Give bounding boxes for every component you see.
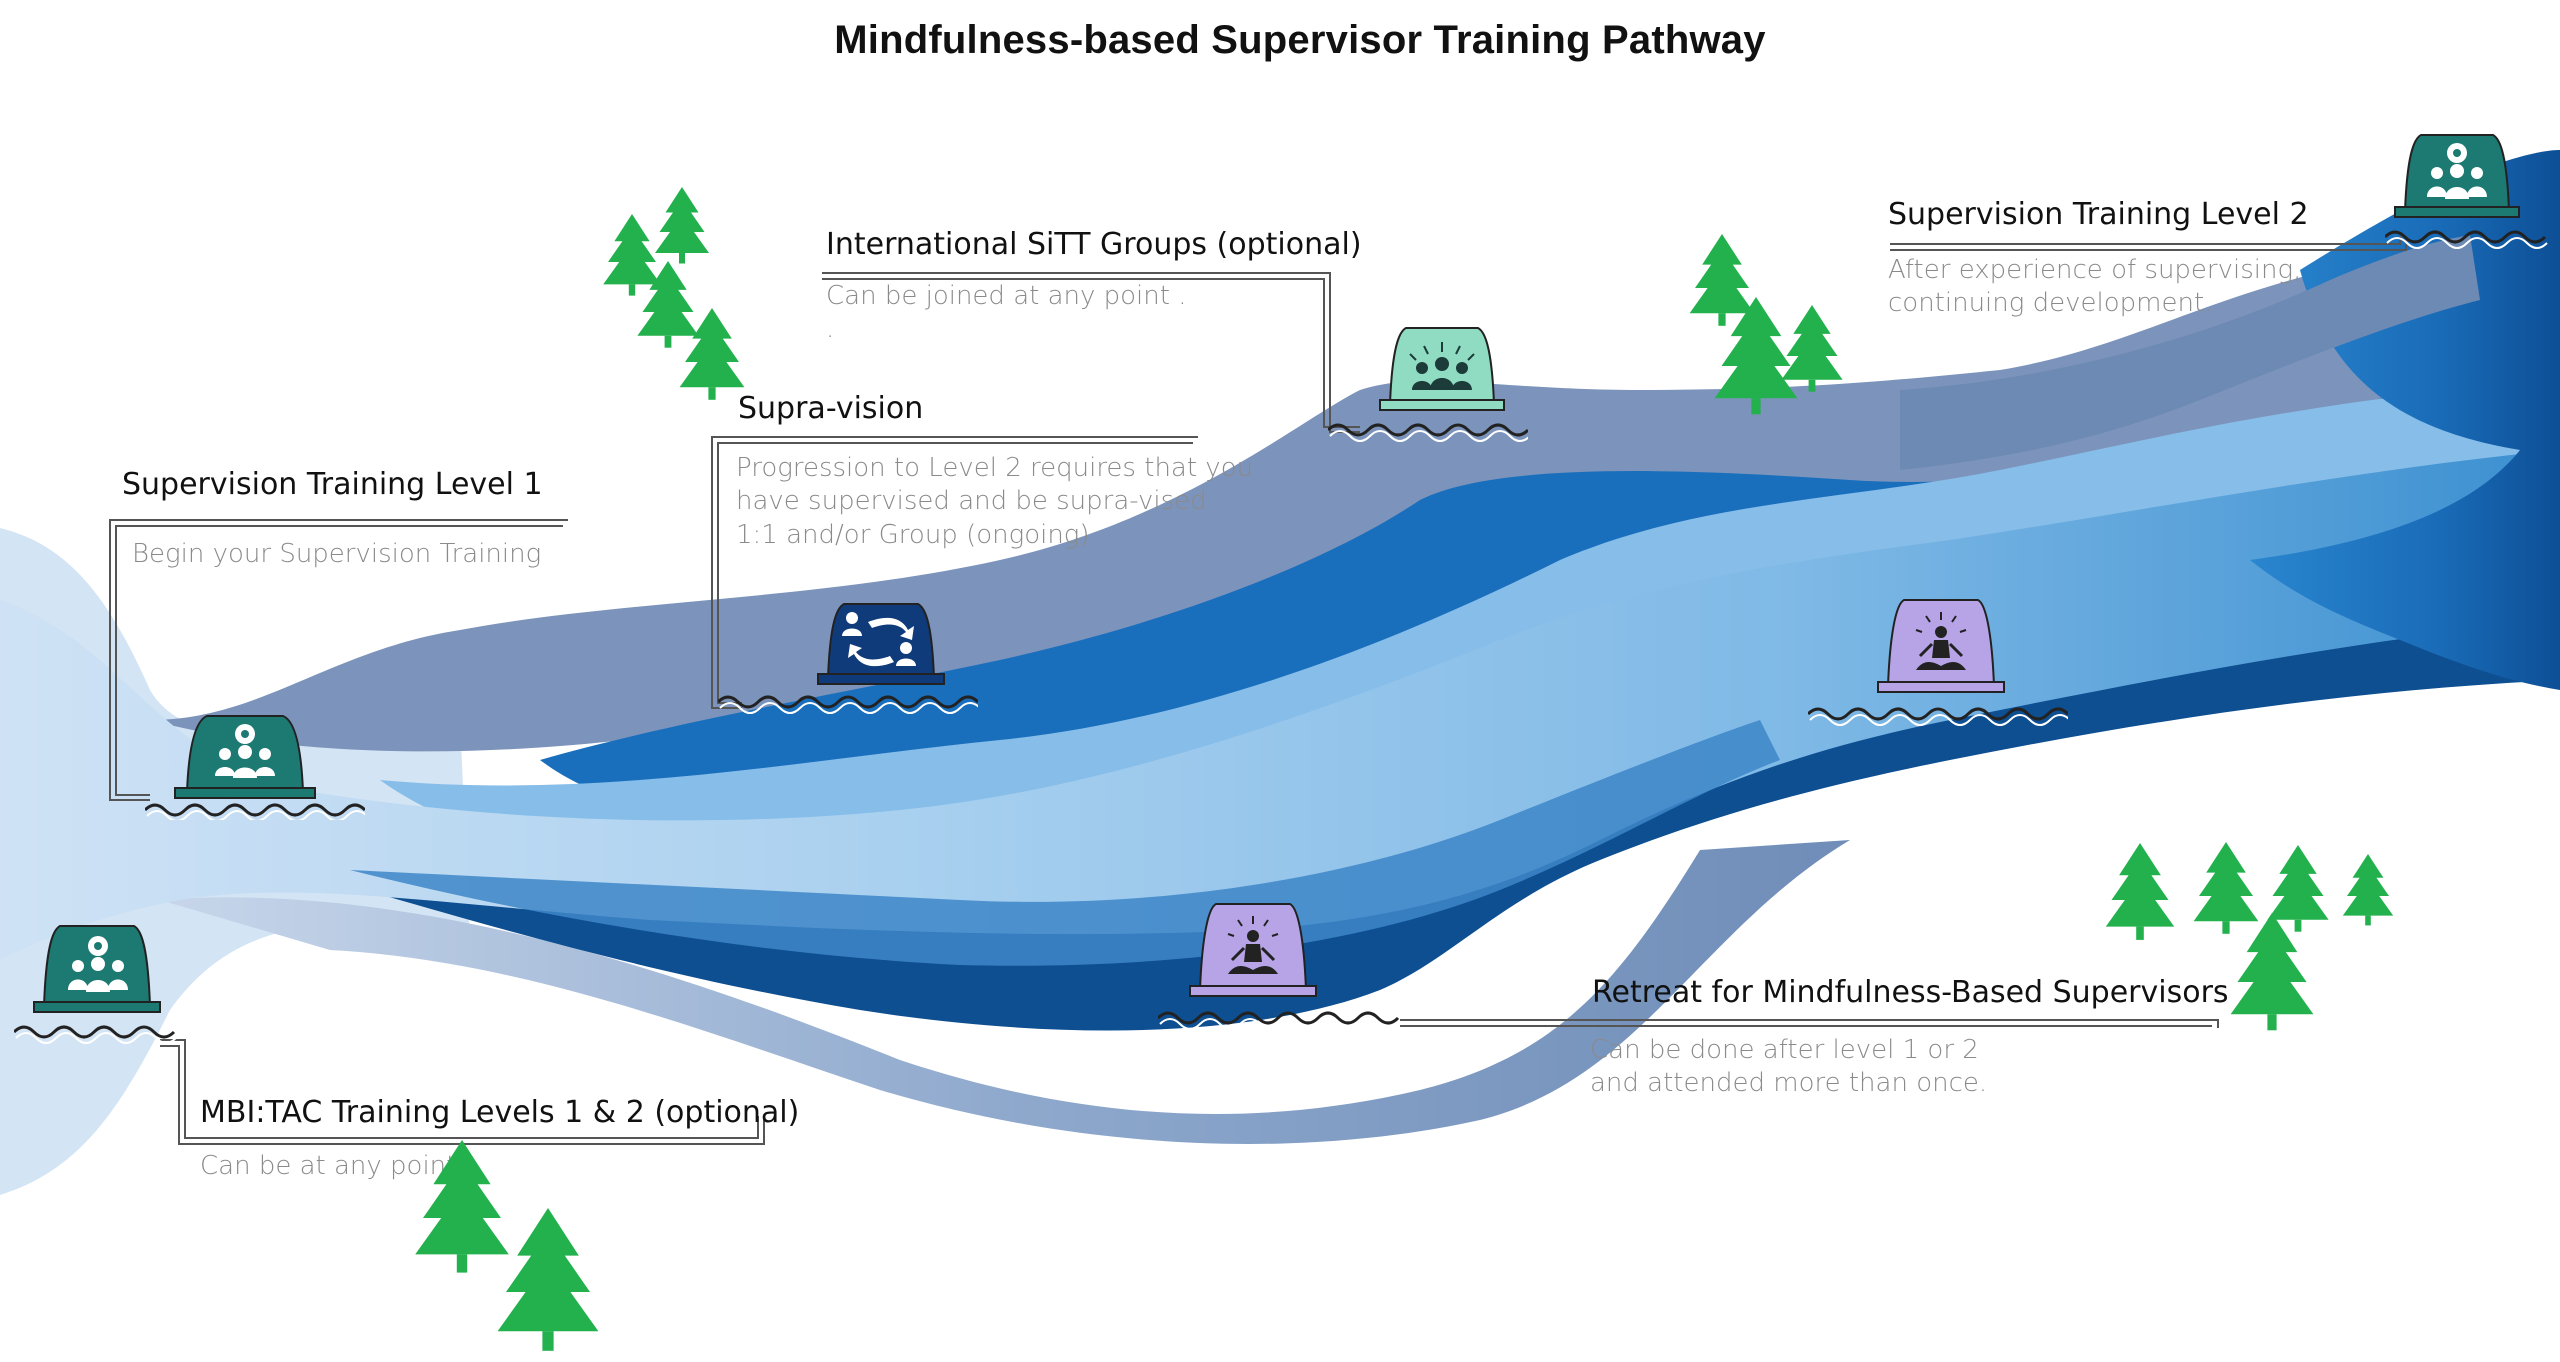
tree-icon [497, 1208, 599, 1351]
marker-mbitac [14, 925, 177, 1044]
tree-icon [603, 214, 661, 296]
tree-icon [2342, 854, 2394, 926]
river-main-channel [0, 450, 2560, 960]
connector-supra [711, 436, 1198, 709]
marker-sitt [1328, 327, 1528, 442]
tree-icon [1689, 234, 1755, 326]
tree-icon [1714, 297, 1798, 415]
station-desc-sup2: After experience of supervising, continu… [1888, 255, 2302, 319]
tree-icon [679, 308, 745, 400]
station-desc-supra: Progression to Level 2 requires that you… [736, 453, 1254, 550]
station-label-sup1: Supervision Training Level 1 [122, 467, 543, 502]
station-desc-sitt: Can be joined at any point . . [826, 281, 1187, 345]
marker-sup2 [2385, 134, 2548, 249]
marker-supra [718, 603, 978, 714]
river-band-top [150, 215, 2490, 752]
tree-icon [415, 1140, 509, 1273]
marker-retreat-upper [1808, 599, 2068, 726]
station-label-mbitac: MBI:TAC Training Levels 1 & 2 (optional) [200, 1095, 800, 1130]
connector-mbitac [160, 1039, 759, 1139]
marker-retreat [1158, 903, 1401, 1030]
tree-icon [2193, 842, 2259, 934]
tree-icon [1781, 305, 1843, 392]
river-band-mid [380, 380, 2560, 861]
exchange-people-icon [842, 612, 916, 667]
diagram-title: Mindfulness-based Supervisor Training Pa… [834, 18, 1766, 62]
station-label-retreat: Retreat for Mindfulness-Based Supervisor… [1592, 975, 2229, 1010]
group-sun-icon [1409, 342, 1475, 390]
river-band-upper-right [1900, 235, 2480, 470]
station-label-supra: Supra-vision [738, 391, 924, 426]
station-label-sitt: International SiTT Groups (optional) [826, 227, 1362, 262]
station-desc-sup1: Begin your Supervision Training [132, 539, 542, 569]
group-gear-icon [215, 724, 275, 778]
tree-icon [655, 187, 709, 264]
tree-icon [2267, 845, 2329, 932]
meditation-icon [1915, 612, 1967, 670]
connector-sup1 [109, 519, 568, 801]
river-band-thin [350, 720, 1780, 966]
marker-sup1 [145, 715, 365, 820]
station-desc-retreat: Can be done after level 1 or 2 and atten… [1590, 1035, 1988, 1099]
connector-retreat [1400, 1019, 2219, 1028]
tree-icon [2105, 843, 2175, 940]
station-label-sup2: Supervision Training Level 2 [1888, 197, 2309, 232]
